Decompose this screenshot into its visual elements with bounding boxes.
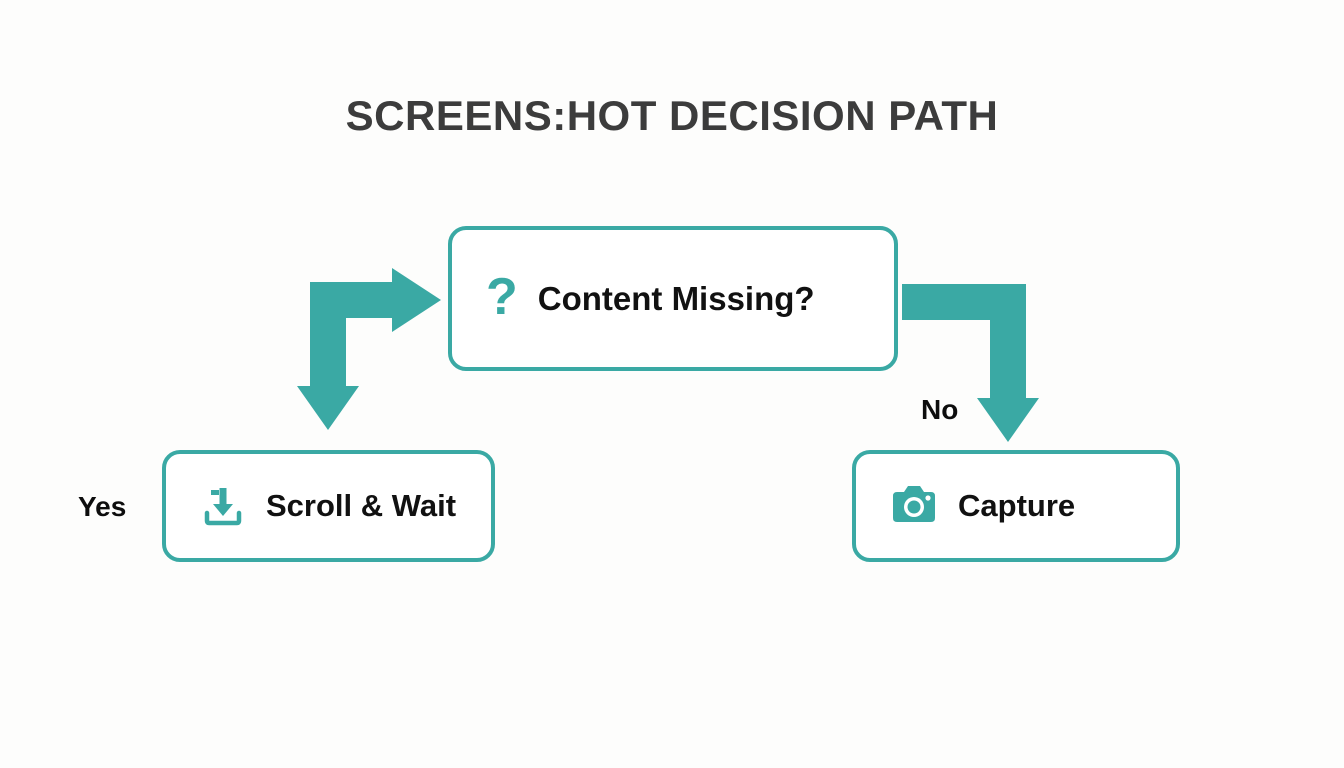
camera-icon	[890, 484, 938, 528]
node-label-scroll-and-wait: Scroll & Wait	[266, 488, 457, 523]
edge-label-no: No	[921, 394, 959, 425]
question-mark-icon: ?	[486, 267, 518, 326]
node-capture[interactable]: Capture	[852, 450, 1180, 562]
edge-label-yes: Yes	[78, 491, 127, 522]
node-label-content-missing: Content Missing?	[537, 279, 815, 317]
page-title: SCREENS:HOT DECISION PATH	[345, 92, 999, 139]
node-label-capture: Capture	[958, 488, 1076, 523]
download-tray-icon	[200, 483, 246, 529]
yes-connector-arrow	[297, 268, 441, 430]
node-content-missing[interactable]: ? Content Missing?	[448, 226, 898, 371]
node-scroll-and-wait[interactable]: Scroll & Wait	[162, 450, 495, 562]
